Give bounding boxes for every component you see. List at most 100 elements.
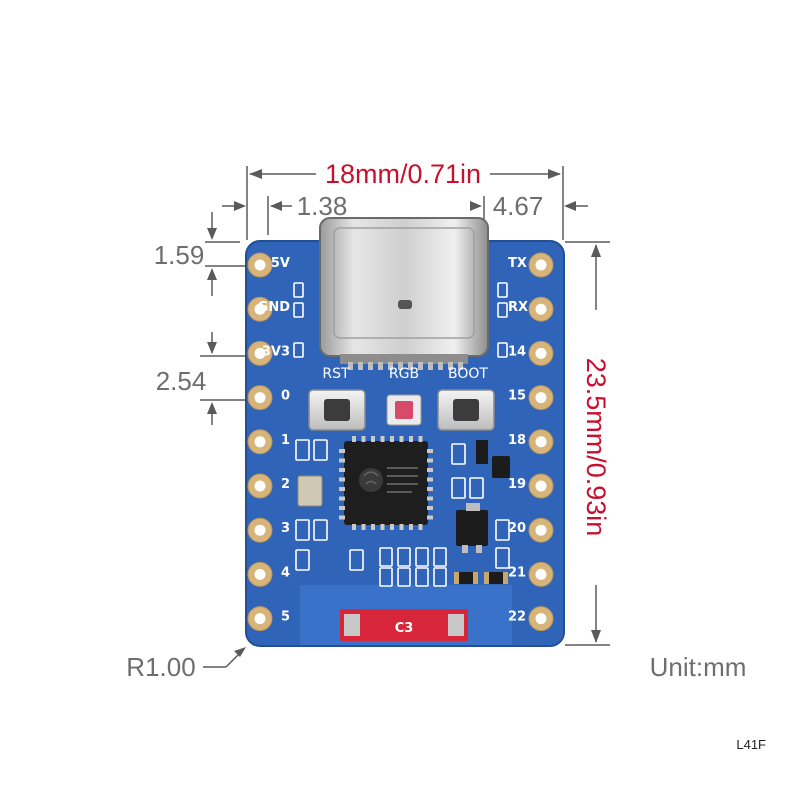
boot-button xyxy=(437,389,495,431)
boot-label: BOOT xyxy=(448,366,488,382)
unit-label: Unit:mm xyxy=(650,652,747,682)
usb-pin xyxy=(378,362,383,370)
left-pin-pad xyxy=(247,429,273,455)
right-pin-pad xyxy=(528,606,554,632)
usb-pin xyxy=(448,362,453,370)
chip-pin xyxy=(371,524,375,530)
right-pin-pad xyxy=(528,340,554,366)
esp32-c3-chip xyxy=(344,441,428,525)
usb-pin xyxy=(428,362,433,370)
voltage-regulator xyxy=(456,503,488,553)
chip-pin xyxy=(339,458,345,463)
top-pin-offset-label: 1.59 xyxy=(154,240,205,270)
pin-pitch-label: 2.54 xyxy=(156,366,207,396)
usb-pin xyxy=(408,362,413,370)
chip-pin xyxy=(352,524,356,530)
left-pin-header xyxy=(247,252,273,632)
left-pin-pad xyxy=(247,385,273,411)
chip-pin xyxy=(409,436,413,442)
diode xyxy=(476,440,488,464)
right-pin-label: 15 xyxy=(508,389,526,404)
left-pin-pad xyxy=(247,517,273,543)
chip-pin xyxy=(427,515,433,520)
usb-pin xyxy=(358,362,363,370)
usb-pin xyxy=(348,362,353,370)
right-pin-label: 20 xyxy=(508,521,526,536)
chip-pin xyxy=(390,436,394,442)
right-pin-header xyxy=(528,252,554,632)
chip-pin xyxy=(427,458,433,463)
ceramic-antenna: C3 xyxy=(340,609,468,641)
right-pin-pad xyxy=(528,517,554,543)
usb-pin xyxy=(368,362,373,370)
chip-pin xyxy=(418,436,423,442)
left-pin-label: 1 xyxy=(281,433,290,448)
dimension-arrowheads xyxy=(207,169,601,657)
right-pin-label: TX xyxy=(508,256,527,271)
chip-pin xyxy=(339,468,345,472)
right-pin-pad xyxy=(528,252,554,278)
left-pin-label: 0 xyxy=(281,389,290,404)
chip-pins xyxy=(339,436,433,530)
right-pin-pad xyxy=(528,473,554,499)
chip-pin xyxy=(371,436,375,442)
chip-model-label: C3 xyxy=(395,621,414,636)
right-pin-label: 18 xyxy=(508,433,526,448)
chip-pin xyxy=(380,524,385,530)
right-pin-pad xyxy=(528,296,554,322)
chip-pin xyxy=(339,449,345,453)
transistor xyxy=(492,456,510,478)
crystal xyxy=(297,475,323,507)
right-pin-label: 19 xyxy=(508,477,526,492)
chip-pin xyxy=(361,436,366,442)
right-pin-pad xyxy=(528,385,554,411)
usb-c-connector xyxy=(319,217,489,364)
chip-pin xyxy=(339,515,345,520)
right-pin-pad xyxy=(528,561,554,587)
chip-pin xyxy=(339,506,345,510)
board-width-label: 18mm/0.71in xyxy=(325,159,481,189)
chip-pin xyxy=(427,477,433,482)
corner-radius-label: R1.00 xyxy=(126,652,195,682)
left-pin-label: 3V3 xyxy=(262,344,290,359)
left-pin-label: 3 xyxy=(281,521,290,536)
chip-pin xyxy=(399,436,404,442)
chip-pin xyxy=(427,496,433,501)
chip-pin xyxy=(339,496,345,501)
chip-pin xyxy=(427,487,433,491)
right-pin-pad xyxy=(528,429,554,455)
left-pin-label: 5 xyxy=(281,610,290,625)
left-pin-label: 4 xyxy=(281,565,290,580)
chip-pin xyxy=(352,436,356,442)
right-pin-label: RX xyxy=(508,300,528,315)
usb-solder-pins xyxy=(348,362,463,370)
product-code: L41F xyxy=(736,737,766,752)
chip-pin xyxy=(399,524,404,530)
board-height-label: 23.5mm/0.93in xyxy=(581,358,611,537)
usb-pin xyxy=(418,362,423,370)
smd-capacitors xyxy=(454,572,508,584)
smd-pads xyxy=(293,282,510,587)
usb-right-offset-label: 4.67 xyxy=(493,191,544,221)
rst-button xyxy=(308,389,366,431)
chip-pin xyxy=(427,506,433,510)
chip-pin xyxy=(390,524,394,530)
left-pin-pad xyxy=(247,606,273,632)
right-pin-label: 22 xyxy=(508,610,526,625)
chip-pin xyxy=(339,477,345,482)
usb-pin xyxy=(388,362,393,370)
left-pin-label: GND xyxy=(258,300,291,315)
left-pin-pad xyxy=(247,252,273,278)
right-pin-label: 21 xyxy=(508,565,526,580)
right-pin-label: 14 xyxy=(508,344,526,359)
chip-pin xyxy=(427,468,433,472)
usb-pin xyxy=(398,362,403,370)
rgb-led xyxy=(386,394,422,426)
chip-pin xyxy=(409,524,413,530)
left-pin-label: 2 xyxy=(281,477,290,492)
usb-left-offset-label: 1.38 xyxy=(297,191,348,221)
usb-pin xyxy=(458,362,463,370)
chip-pin xyxy=(361,524,366,530)
rst-label: RST xyxy=(322,366,350,382)
